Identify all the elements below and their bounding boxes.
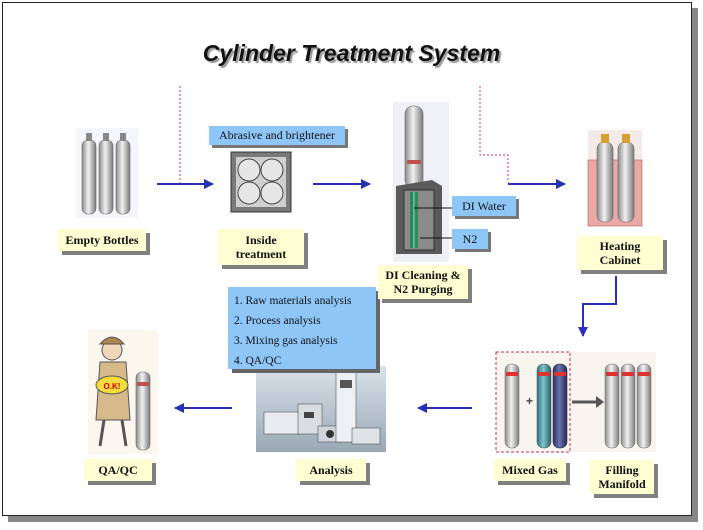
abrasive-callout: Abrasive and brightener: [209, 126, 345, 145]
analysis-step: 4. QA/QC: [234, 355, 282, 367]
label-empty-bottles: Empty Bottles: [58, 229, 146, 251]
qaqc-cartoon-image: O.K!: [88, 330, 158, 454]
mixed-gas-image: +: [495, 351, 656, 453]
label-qa-qc: QA/QC: [84, 459, 152, 481]
di-water-callout: DI Water: [452, 196, 516, 216]
flow-arrows: [157, 179, 617, 413]
label-heating-cabinet: Heating Cabinet: [577, 236, 663, 270]
label-mixed-gas: Mixed Gas: [494, 459, 566, 481]
analysis-image: [256, 366, 386, 452]
label-di-cleaning: DI Cleaning & N2 Purging: [378, 265, 468, 299]
label-line: Filling: [605, 463, 639, 477]
label-line: Manifold: [598, 477, 646, 491]
ok-speech-text: O.K!: [104, 382, 121, 391]
analysis-steps-box: 1. Raw materials analysis 2. Process ana…: [228, 287, 376, 369]
label-filling-manifold: Filling Manifold: [590, 460, 654, 494]
analysis-step: 3. Mixing gas analysis: [234, 335, 338, 347]
label-inside-treatment: Inside treatment: [218, 229, 304, 265]
svg-text:+: +: [526, 394, 533, 408]
label-line: DI Cleaning &: [385, 268, 461, 282]
label-line: treatment: [235, 247, 287, 261]
empty-bottles-image: [76, 128, 138, 218]
label-line: Heating: [599, 239, 641, 253]
label-line: N2 Purging: [393, 282, 453, 296]
n2-callout: N2: [452, 229, 488, 249]
analysis-step: 2. Process analysis: [234, 315, 321, 327]
heating-cabinet-image: [587, 130, 643, 227]
arrow-heating-to-mixed: [578, 276, 617, 337]
label-line: Inside: [245, 233, 277, 247]
analysis-step: 1. Raw materials analysis: [234, 295, 352, 307]
page-title: Cylinder Treatment System: [202, 40, 501, 66]
label-line: Cabinet: [599, 253, 641, 267]
di-cleaning-image: [393, 102, 452, 262]
dotted-leader-lines: [179, 86, 509, 183]
inside-treatment-image: [230, 151, 292, 213]
label-analysis: Analysis: [296, 459, 366, 481]
